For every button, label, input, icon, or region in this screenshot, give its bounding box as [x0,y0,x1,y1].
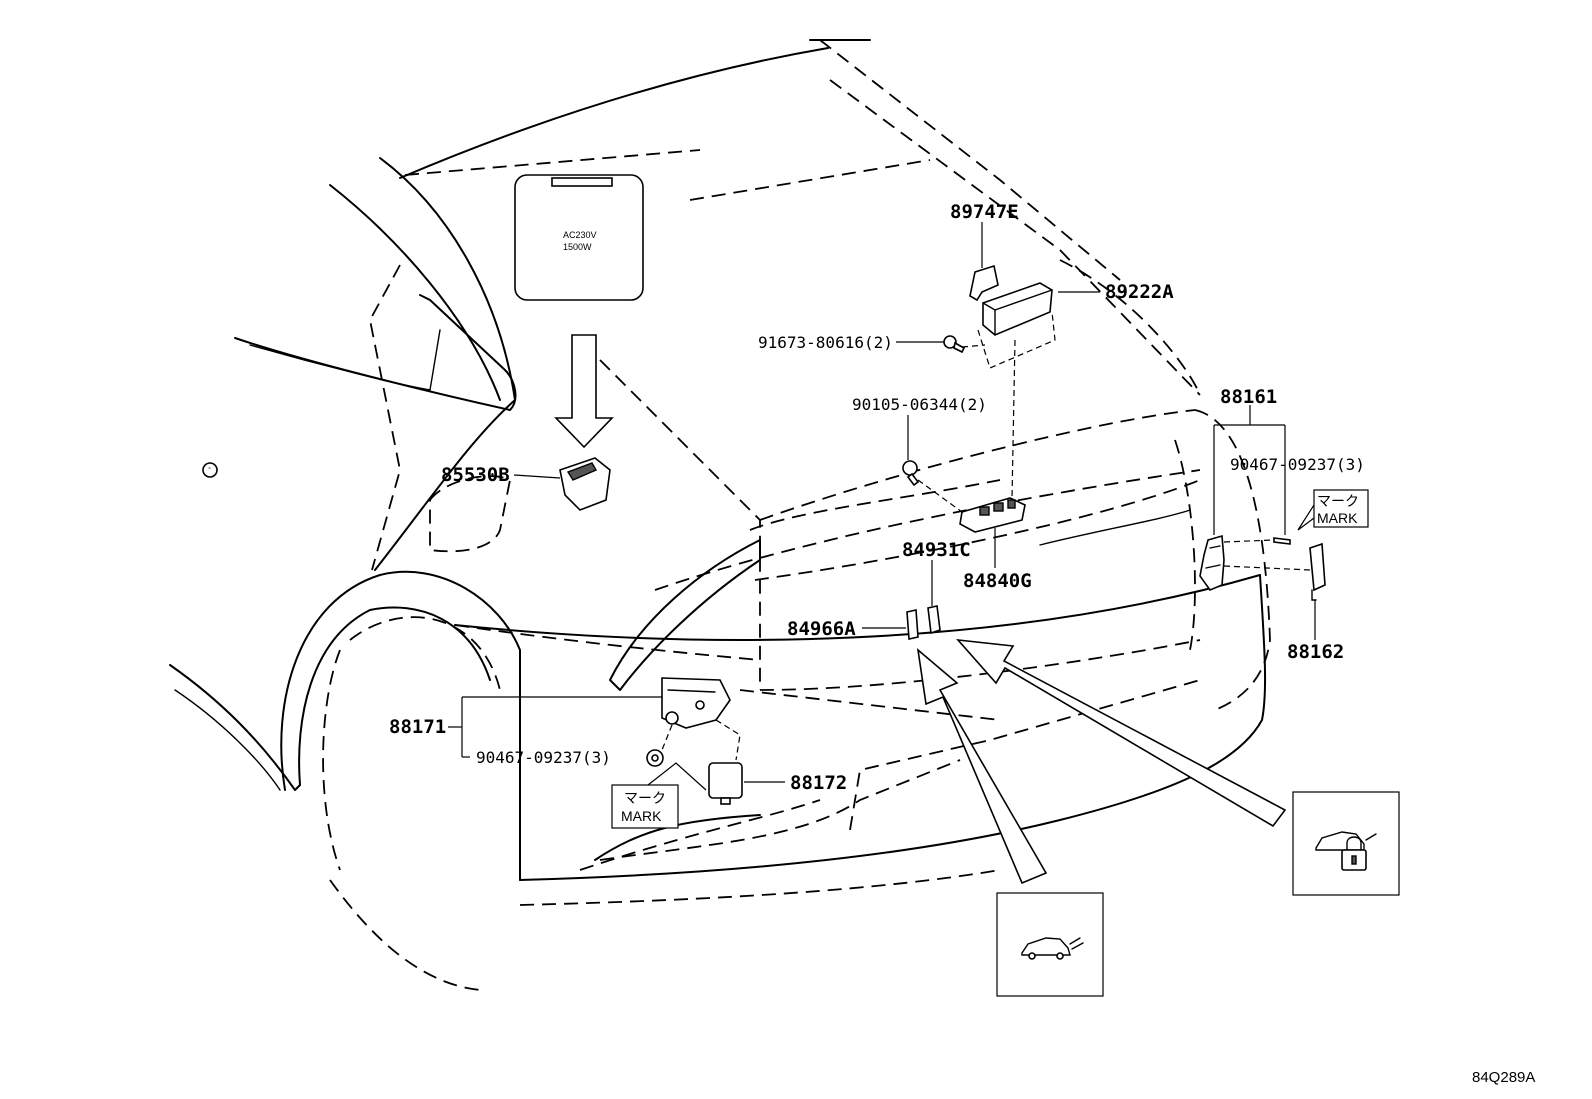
label-89222A: 89222A [1105,281,1174,303]
bolt-90105-icon [902,460,920,487]
sensor-88172 [708,762,743,805]
label-88172: 88172 [790,772,847,794]
part-89222A [977,282,1056,369]
outlet-lid: AC230V 1500W [514,174,644,301]
bolt-91673 [943,335,966,354]
label-88162: 88162 [1287,641,1344,663]
vehicle-body-outline [169,39,1271,991]
label-90105: 90105-06344(2) [852,395,987,414]
mark-label-right: マーク MARK [1313,489,1369,528]
bolt-90105 [202,462,218,478]
label-89747E: 89747E [950,201,1019,223]
down-arrow-icon [554,334,614,449]
label-85530B: 85530B [441,464,510,486]
svg-text:MARK: MARK [621,808,662,824]
outlet-lid-wattage: 1500W [563,242,592,252]
figure-reference-code: 84Q289A [1472,1069,1535,1086]
outlet-lid-voltage: AC230V [563,230,597,240]
sensor-88171 [661,677,731,729]
label-91673: 91673-80616(2) [758,333,893,352]
screw-90467-right [1273,537,1291,545]
sensor-88161 [1199,534,1225,591]
label-84966A: 84966A [787,618,856,640]
sensor-88162 [1309,542,1326,601]
part-89747E [969,264,999,302]
hatch-lock-icon-box [1292,791,1400,896]
label-88161: 88161 [1220,386,1277,408]
switch-84840G [959,497,1026,533]
screw-90467-left [646,749,664,767]
svg-text:MARK: MARK [1317,510,1358,526]
label-84931C: 84931C [902,539,971,561]
label-90467-left: 90467-09237(3) [476,748,611,767]
up-arrow-icon-left [916,648,1048,885]
svg-text:マーク: マーク [1317,493,1359,509]
label-88171: 88171 [389,716,446,738]
up-arrow-icon-right [956,638,1287,828]
switch-84931C [927,605,941,635]
label-90467-right: 90467-09237(3) [1230,455,1365,474]
svg-text:マーク: マーク [624,790,666,806]
rear-hatch-icon-box [996,892,1104,997]
outlet-85530B [559,457,611,511]
mark-label-left: マーク MARK [611,784,679,829]
switch-84966A [906,609,919,640]
label-84840G: 84840G [963,570,1032,592]
